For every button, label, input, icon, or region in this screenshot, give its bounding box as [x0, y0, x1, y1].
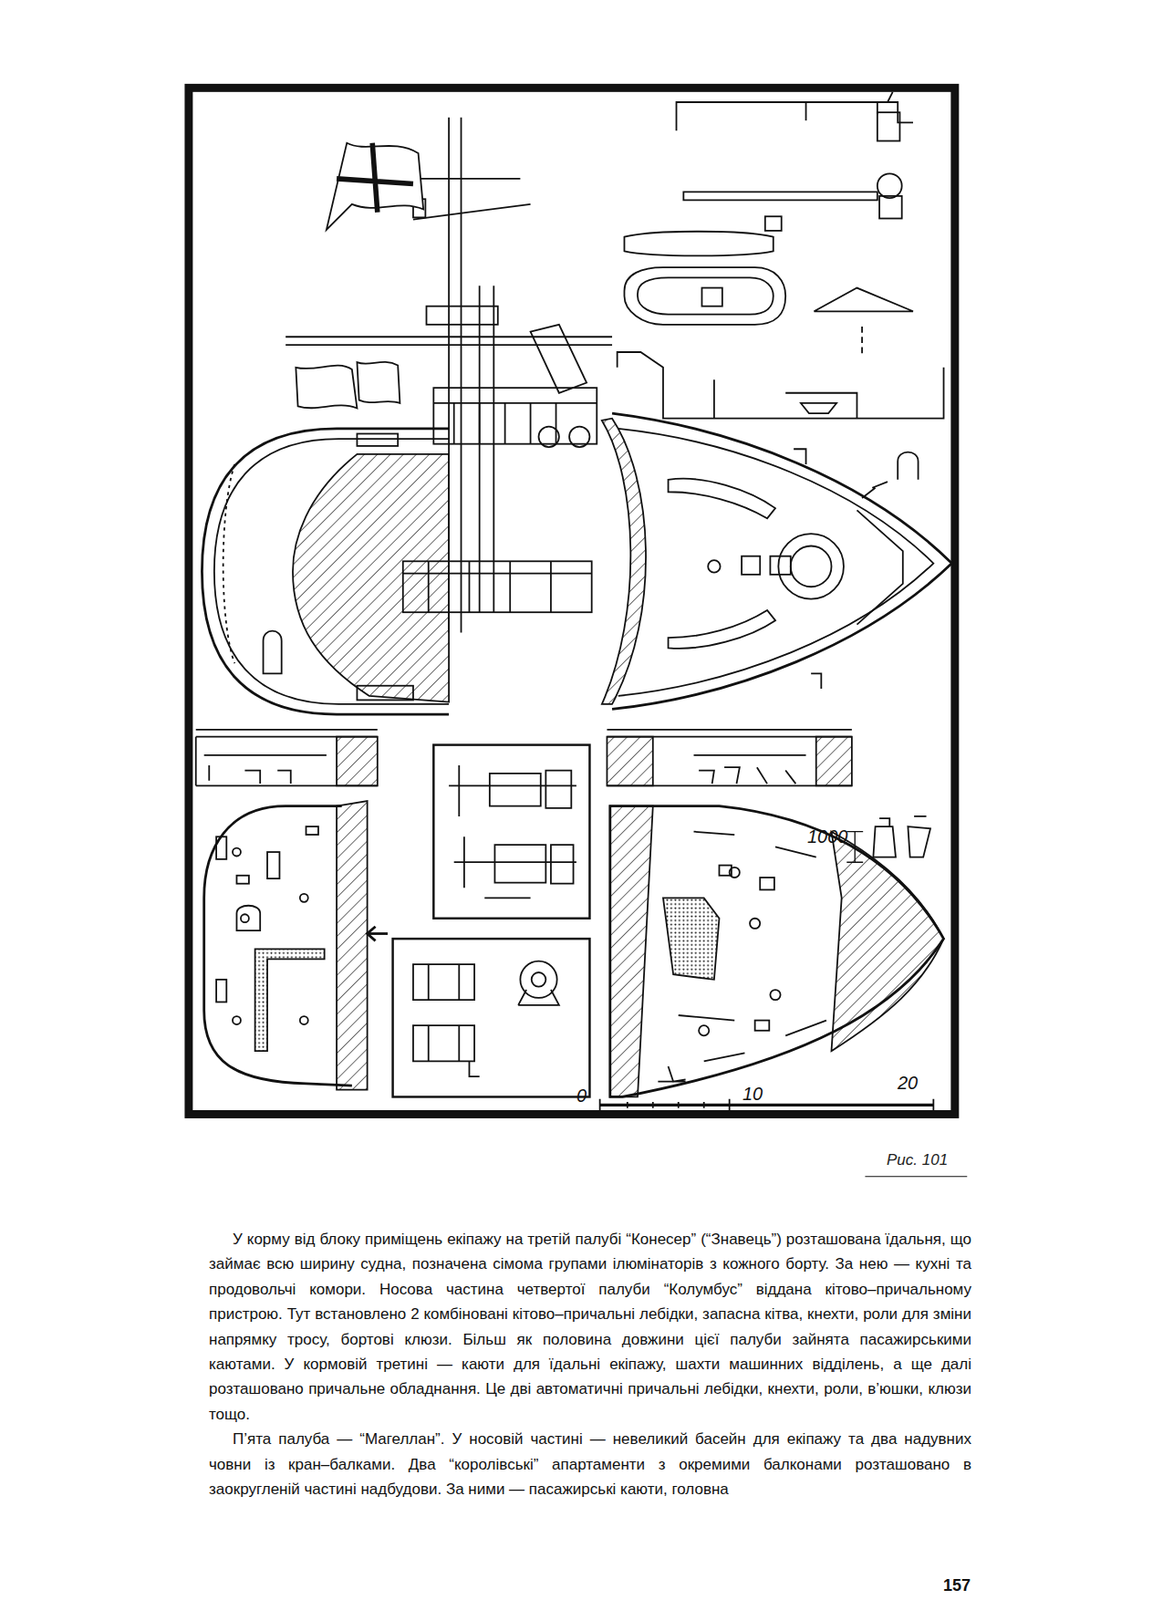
- scale-number: 20: [897, 1072, 918, 1093]
- dimension-label: 1000: [807, 826, 849, 847]
- body-text: У корму від блоку приміщень екіпажу на т…: [208, 1226, 972, 1502]
- page-number: 157: [943, 1576, 971, 1596]
- figure-caption: Рис. 101: [886, 1151, 948, 1170]
- scale-number: 10: [742, 1083, 763, 1104]
- body-paragraph: П’ята палуба — “Магеллан”. У носовій час…: [208, 1426, 972, 1502]
- scale-number: 0: [576, 1085, 587, 1106]
- body-paragraph: У корму від блоку приміщень екіпажу на т…: [208, 1226, 972, 1427]
